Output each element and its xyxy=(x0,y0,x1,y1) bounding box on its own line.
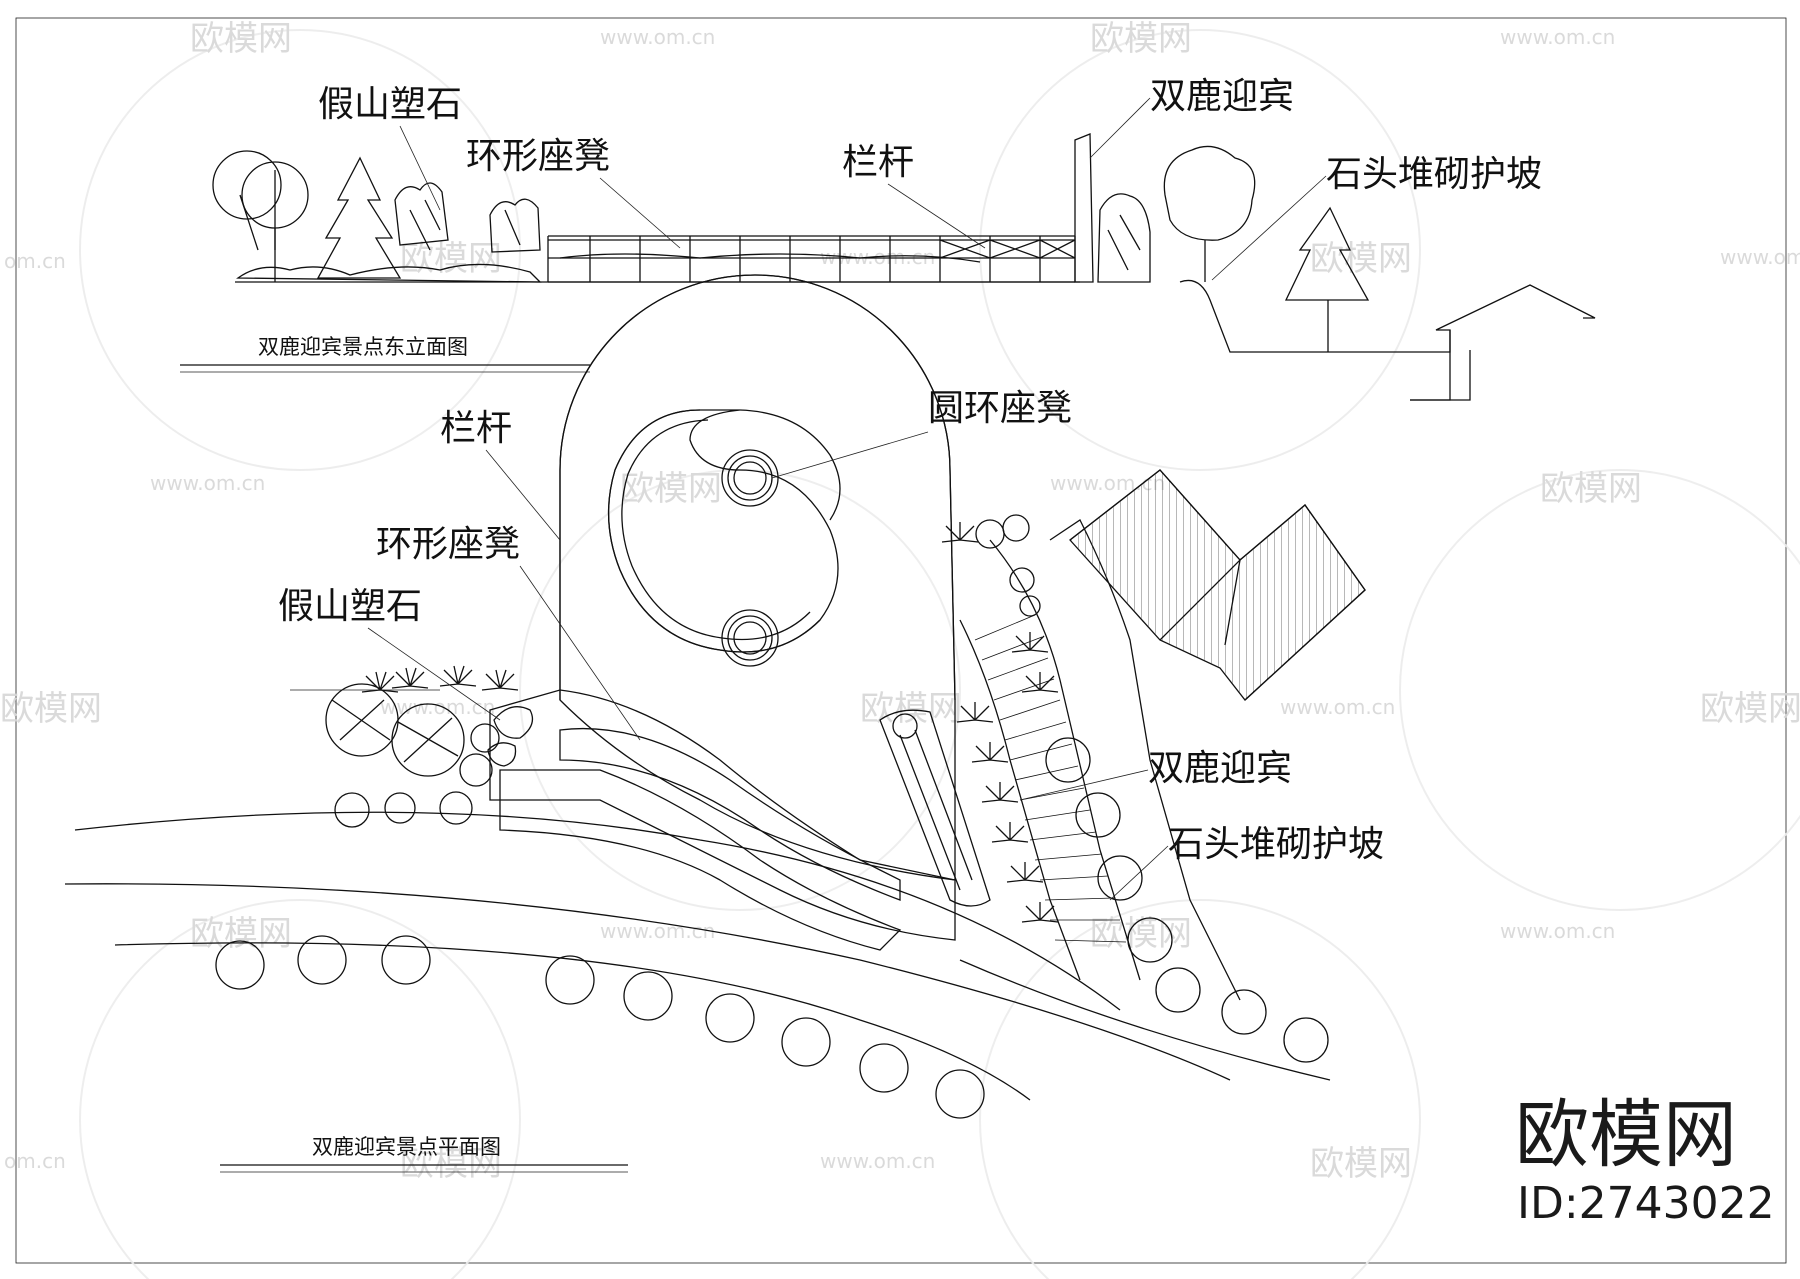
plan-label-railing: 栏杆 xyxy=(440,408,512,449)
watermark-url: www.om.cn xyxy=(1280,695,1395,719)
plan-labels: 栏杆 圆环座凳 环形座凳 假山塑石 双鹿迎宾 石头堆砌护坡 xyxy=(278,388,1384,901)
brand-logo-text: 欧模网 xyxy=(1515,1092,1737,1178)
elev-label-ring-bench: 环形座凳 xyxy=(466,136,610,177)
plan-round-bench-center xyxy=(721,609,779,667)
plan-inner-curve xyxy=(739,409,841,521)
watermark-brand: 欧模网 xyxy=(0,689,102,729)
brand-id: ID:2743022 xyxy=(1517,1178,1775,1229)
elevation-tree-left xyxy=(212,150,309,282)
watermark-brand: 欧模网 xyxy=(1310,239,1412,279)
plan-palms-left xyxy=(361,665,519,693)
watermark-brand: 欧模网 xyxy=(860,689,962,729)
plan-label-deer: 双鹿迎宾 xyxy=(1148,748,1292,789)
watermark-url: www.om.cn xyxy=(1500,919,1615,943)
elevation-deer-sculpture xyxy=(1074,133,1094,283)
plan-trees-slope xyxy=(1045,737,1329,1063)
elev-label-deer: 双鹿迎宾 xyxy=(1150,76,1294,117)
watermark-brand: 欧模网 xyxy=(1540,469,1642,509)
watermark-brand: 欧模网 xyxy=(400,239,502,279)
plan-round-bench-top xyxy=(721,449,779,507)
elevation-tree-slope xyxy=(1284,206,1370,352)
plan-road-edge-2 xyxy=(64,883,1231,1081)
plan-road-edge-3 xyxy=(114,942,1031,1101)
plan-rockery-stones xyxy=(487,706,534,767)
east-elevation xyxy=(212,133,1596,401)
plan-view xyxy=(64,274,1366,1119)
watermark-circles xyxy=(79,29,1800,1279)
drawing-frame xyxy=(15,17,1787,1264)
plan-deer-sculpture xyxy=(879,709,991,907)
plan-road-edge-1 xyxy=(74,811,1121,1011)
plan-diagonal-band xyxy=(559,727,901,901)
watermark-url: www.om.cn xyxy=(820,1149,935,1173)
plan-lower-paving xyxy=(489,689,956,941)
elev-label-rockery: 假山塑石 xyxy=(318,84,462,125)
elevation-rockery xyxy=(236,182,542,283)
plan-ring-bench-inner xyxy=(621,419,811,641)
watermark-brand: 欧模网 xyxy=(190,914,292,954)
plan-label-stone-slope: 石头堆砌护坡 xyxy=(1168,824,1384,865)
elev-label-stone-slope: 石头堆砌护坡 xyxy=(1326,154,1542,195)
plan-palms-right xyxy=(941,522,1059,923)
watermark-short-url: om.cn xyxy=(4,249,66,273)
plan-label-rockery: 假山塑石 xyxy=(278,586,422,627)
plan-building-roof xyxy=(1069,469,1366,701)
plan-plaza-outline xyxy=(559,274,956,701)
elev-label-railing: 栏杆 xyxy=(842,142,914,183)
elevation-building xyxy=(1410,284,1596,401)
watermark-url: www.om.cn xyxy=(600,25,715,49)
elevation-caption: 双鹿迎宾景点东立面图 xyxy=(258,335,468,359)
plan-label-round-bench: 圆环座凳 xyxy=(928,388,1072,429)
plan-paving-blocks xyxy=(499,769,902,951)
watermark-brand: 欧模网 xyxy=(1700,689,1800,729)
elevation-conifer xyxy=(316,156,402,279)
elevation-labels: 假山塑石 环形座凳 栏杆 双鹿迎宾 石头堆砌护坡 xyxy=(318,76,1542,281)
watermark-url: www.om.cn xyxy=(1720,245,1800,269)
watermark-url: www.om.cn xyxy=(150,471,265,495)
elevation-building-base xyxy=(1410,350,1471,401)
watermark-brand: 欧模网 xyxy=(1310,1144,1412,1184)
elevation-slope-wall xyxy=(1179,279,1451,353)
watermark-layer: 欧模网 欧模网 www.om.cn www.om.cn om.cn 欧模网 ww… xyxy=(0,19,1800,1279)
watermark-brand: 欧模网 xyxy=(620,469,722,509)
watermark-brand: 欧模网 xyxy=(1090,19,1192,59)
watermark-brand: 欧模网 xyxy=(1090,914,1192,954)
plan-stepped-path xyxy=(959,539,1141,981)
plan-street-trees xyxy=(215,935,985,1119)
plan-ring-bench xyxy=(607,409,821,653)
elevation-tree-right xyxy=(1163,145,1256,282)
watermark-short-url: om.cn xyxy=(4,1149,66,1173)
watermark-url: www.om.cn xyxy=(380,695,495,719)
plan-label-ring-bench: 环形座凳 xyxy=(376,524,520,565)
elevation-rock-right xyxy=(1097,193,1151,283)
plan-road-edge-4 xyxy=(959,959,1331,1081)
watermark-brand: 欧模网 xyxy=(400,1144,502,1184)
plan-yin-yang-zone xyxy=(607,409,839,653)
plan-caption: 双鹿迎宾景点平面图 xyxy=(312,1135,501,1159)
plan-shrubs-top-right xyxy=(975,514,1041,617)
plan-shrub-cluster xyxy=(325,683,500,828)
watermark-url: www.om.cn xyxy=(1500,25,1615,49)
elevation-railing xyxy=(547,235,1076,283)
watermark-brand: 欧模网 xyxy=(190,19,292,59)
